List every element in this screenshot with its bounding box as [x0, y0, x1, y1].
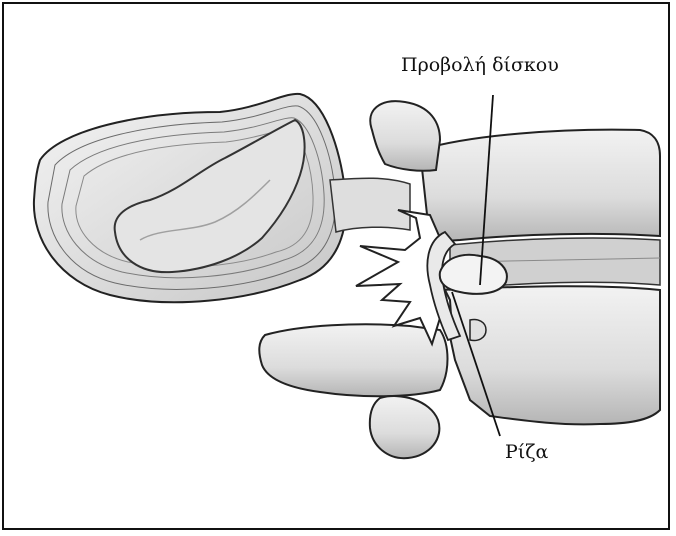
spinous-process-upper [370, 101, 440, 171]
root-label: Ρίζα [505, 443, 548, 462]
pedicle [330, 178, 410, 232]
disc-cross-section [34, 94, 346, 302]
disc-protrusion [440, 255, 507, 294]
transverse-process-lower [259, 324, 447, 458]
disc-protrusion-label: Προβολή δίσκου [401, 56, 559, 75]
